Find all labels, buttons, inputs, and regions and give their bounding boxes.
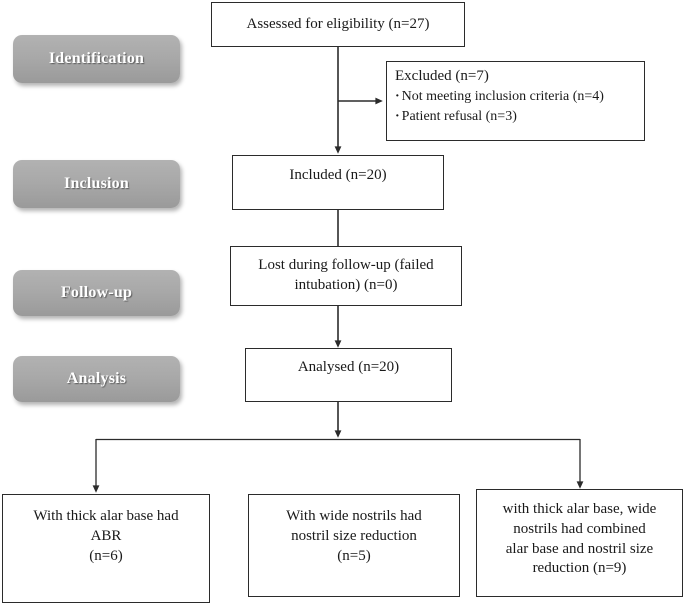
node-lost-text: Lost during follow-up (failed intubation… xyxy=(258,257,434,293)
node-outcome-abr-text: With thick alar base had ABR (n=6) xyxy=(33,508,179,564)
node-excluded-reason-list: Not meeting inclusion criteria (n=4) Pat… xyxy=(395,87,604,128)
stage-inclusion[interactable]: Inclusion xyxy=(13,160,180,208)
node-assessed-text: Assessed for eligibility (n=27) xyxy=(246,15,430,32)
node-excluded-reason: Not meeting inclusion criteria (n=4) xyxy=(395,87,604,107)
node-assessed-for-eligibility[interactable]: Assessed for eligibility (n=27) xyxy=(211,2,465,47)
split-bar xyxy=(92,438,584,493)
node-excluded-title: Excluded (n=7) xyxy=(395,68,489,84)
stage-inclusion-label: Inclusion xyxy=(64,175,129,192)
node-analysed[interactable]: Analysed (n=20) xyxy=(245,348,452,402)
stage-followup[interactable]: Follow-up xyxy=(13,270,180,316)
stage-identification-label: Identification xyxy=(48,50,145,67)
node-excluded[interactable]: Excluded (n=7) Not meeting inclusion cri… xyxy=(386,61,645,141)
node-outcome-nostril-text: With wide nostrils had nostril size redu… xyxy=(286,508,422,564)
stage-identification[interactable]: Identification xyxy=(13,35,180,83)
node-outcome-combined-text: with thick alar base, wide nostrils had … xyxy=(502,501,657,577)
node-excluded-reason: Patient refusal (n=3) xyxy=(395,107,604,127)
node-outcome-nostril-reduction[interactable]: With wide nostrils had nostril size redu… xyxy=(248,494,460,597)
node-analysed-text: Analysed (n=20) xyxy=(297,359,400,375)
stage-analysis-label: Analysis xyxy=(66,370,127,387)
node-included-text: Included (n=20) xyxy=(289,167,387,183)
node-included[interactable]: Included (n=20) xyxy=(232,155,444,210)
node-lost-during-followup[interactable]: Lost during follow-up (failed intubation… xyxy=(230,246,462,306)
stage-analysis[interactable]: Analysis xyxy=(13,356,180,402)
node-outcome-combined[interactable]: with thick alar base, wide nostrils had … xyxy=(476,489,683,597)
node-outcome-abr[interactable]: With thick alar base had ABR (n=6) xyxy=(2,494,210,603)
stage-followup-label: Follow-up xyxy=(60,284,133,301)
